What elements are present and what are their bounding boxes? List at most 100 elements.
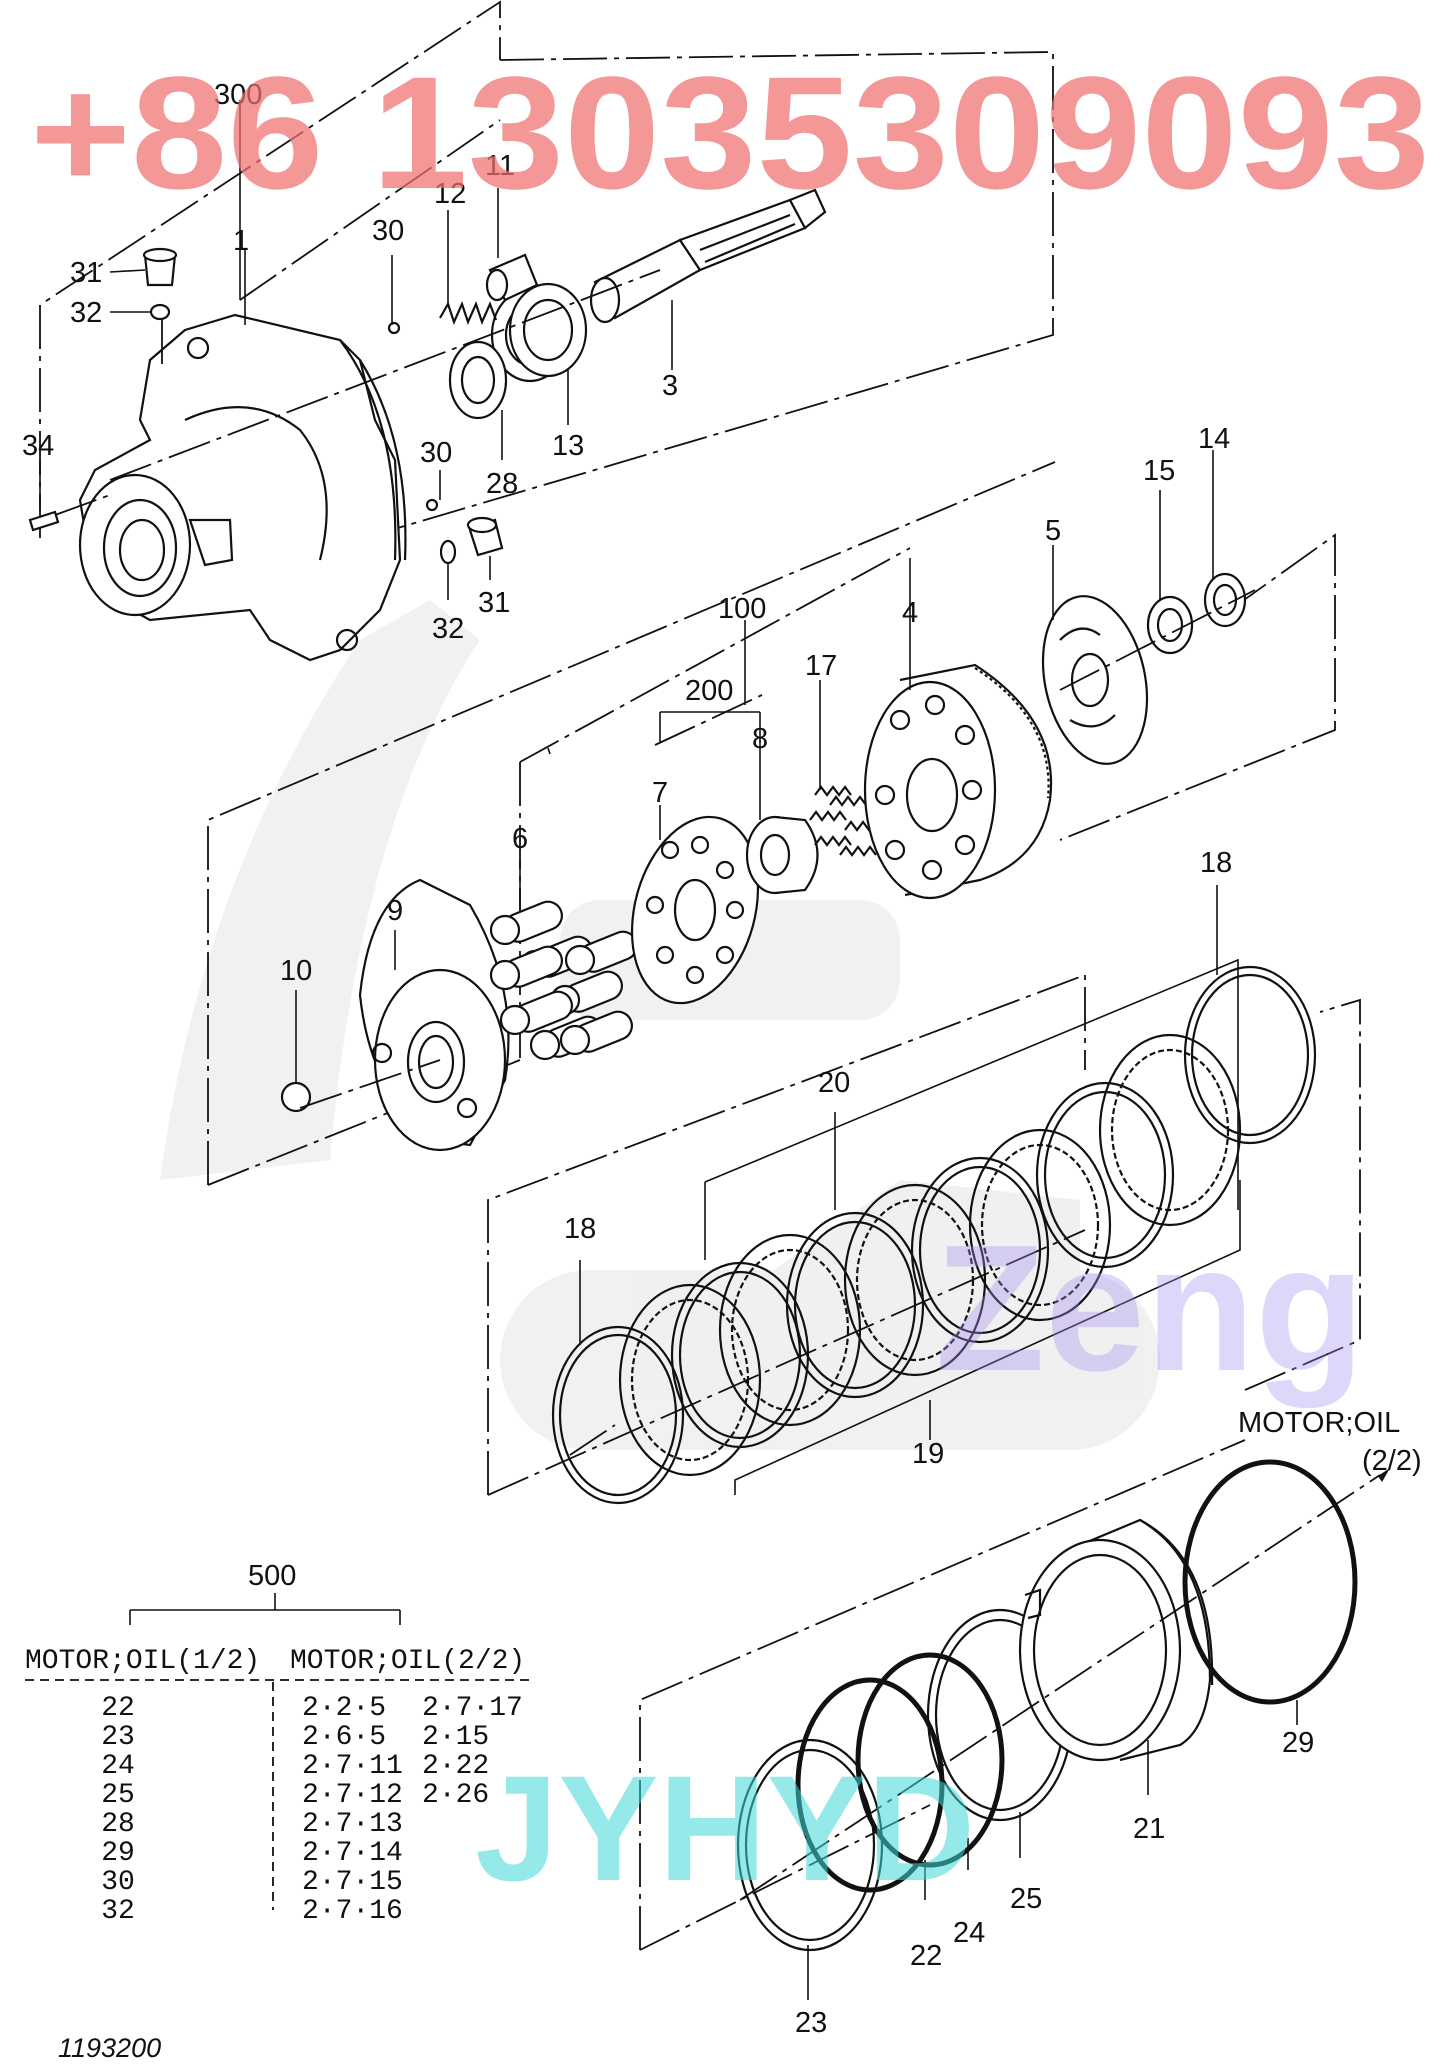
label-21: 21: [1133, 1813, 1165, 1845]
part-15-bearing: [1146, 595, 1194, 655]
kit-item: 2·6·5: [302, 1722, 386, 1753]
rotary-group-assembly: [207, 450, 1336, 1186]
brake-piston-group: [639, 1439, 1390, 2000]
part-10-ball: [280, 1081, 312, 1113]
kit-item: 22: [101, 1693, 135, 1724]
part-9-swash-plate: [358, 878, 510, 1152]
part-6-pistons: [489, 900, 638, 1061]
kit-item: 2·22: [422, 1751, 489, 1782]
kit-col2-list: 2·2·52·6·52·7·112·7·122·7·132·7·142·7·15…: [302, 1693, 403, 1927]
kit-item: 25: [101, 1780, 135, 1811]
kit-col3-list: 2·7·172·152·222·26: [422, 1693, 523, 1811]
part-30-pin-upper: [387, 321, 401, 335]
label-30-upper: 30: [372, 215, 404, 247]
label-32-upper: 32: [70, 297, 102, 329]
label-24: 24: [953, 1917, 985, 1949]
kit-item: 24: [101, 1751, 135, 1782]
kit-item: 2·7·12: [302, 1780, 403, 1811]
label-20: 20: [818, 1067, 850, 1099]
label-300: 300: [214, 79, 262, 111]
kit-item: 2·7·16: [302, 1896, 403, 1927]
part-24-o-ring: [855, 1652, 1005, 1868]
cross-reference: MOTOR;OIL (2/2): [1238, 1407, 1422, 1477]
part-14-bearing: [1203, 572, 1247, 628]
kit-item: 2·2·5: [302, 1693, 386, 1724]
label-100: 100: [718, 593, 766, 625]
label-29: 29: [1282, 1727, 1314, 1759]
label-15: 15: [1143, 455, 1175, 487]
part-labels: 300 1 11 12 30 31 32 34 3 13 28 30 32 31…: [22, 79, 1314, 2039]
label-30-lower: 30: [420, 437, 452, 469]
part-7-retainer-plate: [630, 815, 760, 1005]
part-28-oil-seal: [448, 340, 508, 420]
label-8: 8: [752, 723, 768, 755]
label-10: 10: [280, 955, 312, 987]
cross-ref-arrow-icon: [1378, 1468, 1390, 1482]
kit-col1-header: MOTOR;OIL(1/2): [25, 1646, 260, 1677]
label-18-front: 18: [564, 1213, 596, 1245]
part-1-housing: [78, 313, 407, 662]
part-31-plug-lower: [466, 516, 504, 557]
drawing-number: 1193200: [58, 2033, 161, 2063]
kit-item: 2·7·14: [302, 1838, 403, 1869]
cross-ref-text: MOTOR;OIL: [1238, 1407, 1400, 1439]
part-31-plug-upper: [142, 247, 178, 287]
part-22-o-ring: [795, 1677, 945, 1893]
label-11: 11: [485, 150, 515, 182]
label-19: 19: [912, 1438, 944, 1470]
kit-item: 23: [101, 1722, 135, 1753]
housing-assembly: [28, 0, 1054, 662]
label-25: 25: [1010, 1883, 1042, 1915]
kit-item: 2·15: [422, 1722, 489, 1753]
watermark-zeng: Zeng: [935, 1208, 1365, 1409]
part-23-seal-ring: [736, 1738, 884, 1952]
label-13: 13: [552, 430, 584, 462]
kit-item: 2·7·13: [302, 1809, 403, 1840]
kit-item: 2·7·15: [302, 1867, 403, 1898]
label-28: 28: [486, 468, 518, 500]
label-1: 1: [233, 225, 249, 257]
label-6: 6: [512, 823, 528, 855]
cross-ref-page: (2/2): [1362, 1445, 1422, 1477]
part-18-snap-ring-front: [551, 1325, 685, 1505]
kit-item: 2·7·17: [422, 1693, 523, 1724]
label-31-upper: 31: [70, 257, 102, 289]
part-29-o-ring: [1182, 1459, 1358, 1705]
watermark-phone: +86 13035309093: [30, 43, 1430, 222]
label-3: 3: [662, 370, 678, 402]
brake-plate-stack: [487, 885, 1361, 1505]
label-34: 34: [22, 430, 54, 462]
kit-table: 500 MOTOR;OIL(1/2) MOTOR;OIL(2/2) 222324…: [25, 1560, 535, 1927]
part-32-o-ring-lower: [439, 539, 457, 565]
label-14: 14: [1198, 423, 1230, 455]
part-12-spring: [439, 300, 498, 326]
kit-item: 30: [101, 1867, 135, 1898]
part-18-snap-ring-rear: [1183, 965, 1317, 1145]
kit-number: 500: [248, 1560, 296, 1592]
label-18-rear: 18: [1200, 847, 1232, 879]
part-4-cylinder-block: [863, 663, 1053, 900]
kit-item: 29: [101, 1838, 135, 1869]
label-23: 23: [795, 2007, 827, 2039]
label-5: 5: [1045, 515, 1061, 547]
part-21-brake-piston: [1018, 1518, 1214, 1762]
label-9: 9: [387, 895, 403, 927]
watermark-jyhyd: JYHYD: [475, 1744, 975, 1912]
label-7: 7: [652, 777, 668, 809]
part-30-pin-lower: [425, 498, 439, 512]
part-32-o-ring-upper: [149, 303, 171, 321]
kit-item: 32: [101, 1896, 135, 1927]
part-34-screw: [28, 510, 60, 532]
kit-item: 2·26: [422, 1780, 489, 1811]
label-32-lower: 32: [432, 613, 464, 645]
part-8-spherical-bushing: [745, 815, 819, 895]
part-5-valve-plate: [1041, 595, 1149, 765]
kit-item: 2·7·11: [302, 1751, 403, 1782]
part-11-plug: [485, 253, 539, 302]
label-31-lower: 31: [478, 587, 510, 619]
kit-item: 28: [101, 1809, 135, 1840]
label-17: 17: [805, 650, 837, 682]
